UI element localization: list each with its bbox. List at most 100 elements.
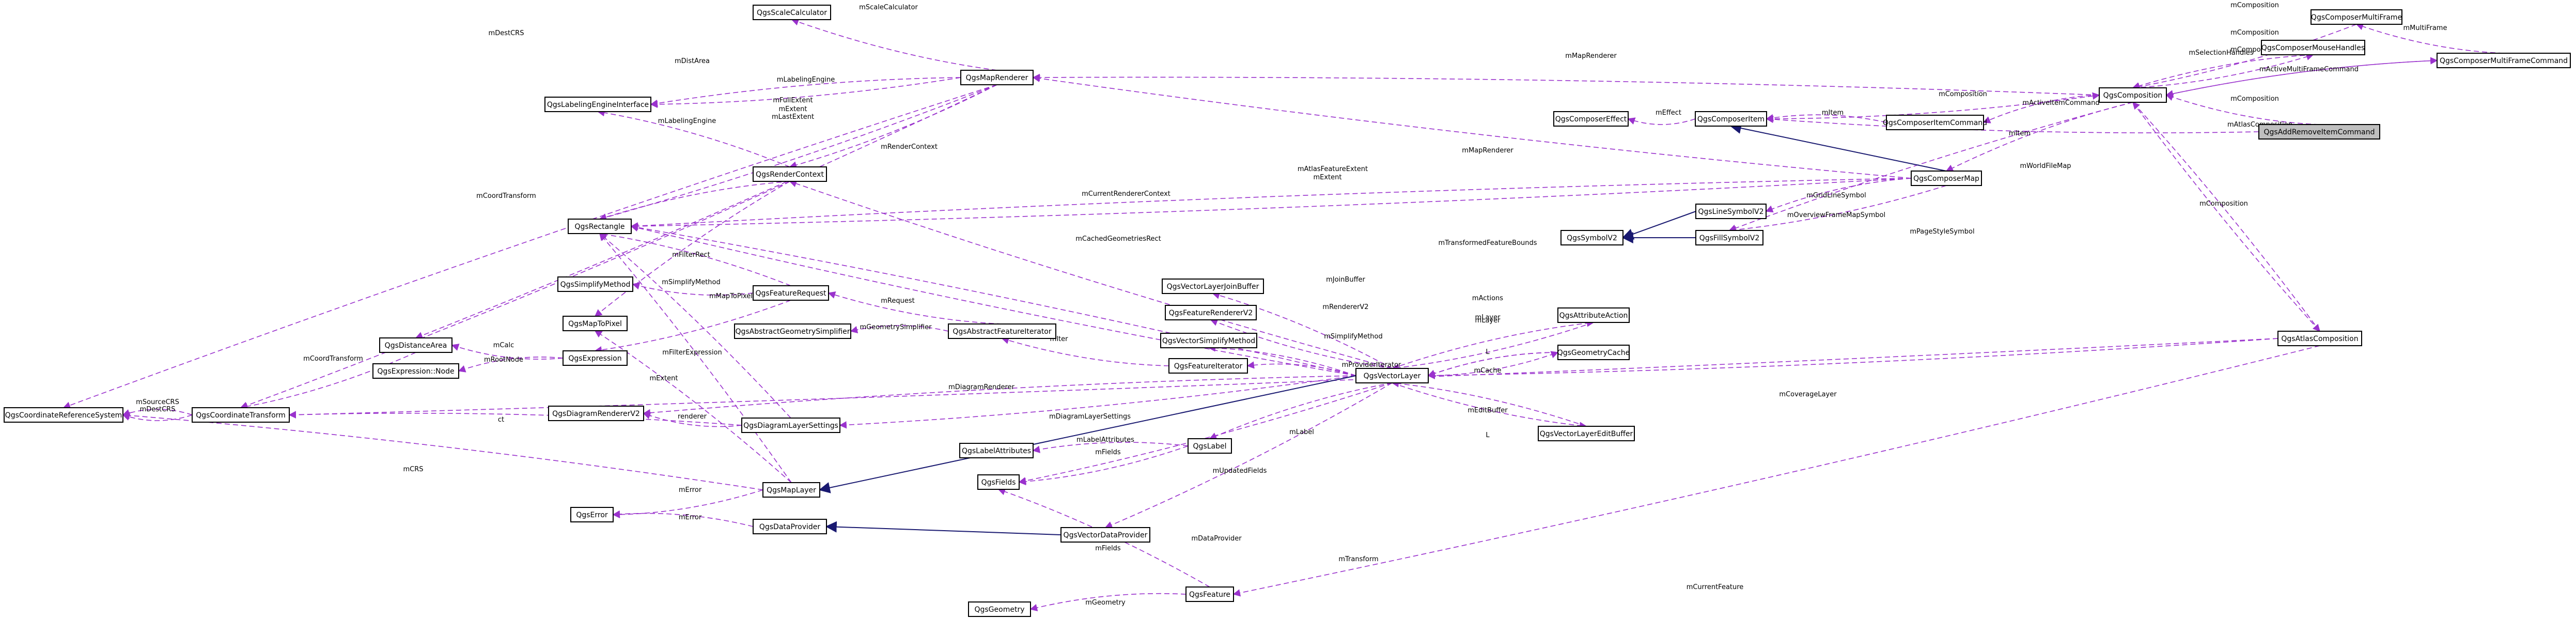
class-node-qgssimplifymethod[interactable]: QgsSimplifyMethod — [557, 276, 633, 292]
class-node-qgscomposermousehandles[interactable]: QgsComposerMouseHandles — [2261, 40, 2365, 55]
dependency-arrow-vectorlayer-to-vljoinbuffer — [1212, 291, 1393, 369]
class-name: QgsDiagramRendererV2 — [552, 410, 640, 418]
class-name: QgsGeometryCache — [1557, 349, 1630, 357]
class-node-qgslabel[interactable]: QgsLabel — [1188, 438, 1232, 454]
edge-label: mScaleCalculator — [859, 4, 918, 11]
dependency-arrow-absfeatiter-to-absgeomsimpl — [850, 325, 949, 334]
dependency-arrow-absfeatiter-to-featurerequest — [828, 291, 1003, 325]
edge-label: mError — [679, 486, 702, 494]
class-node-qgslinesymbolv2[interactable]: QgsLineSymbolV2 — [1695, 204, 1767, 219]
class-node-qgsgeometry[interactable]: QgsGeometry — [968, 601, 1031, 617]
dependency-arrow-composermap-to-rectangle — [630, 178, 1912, 230]
class-node-qgsexpression[interactable]: QgsExpression — [563, 350, 628, 366]
class-node-qgsfields[interactable]: QgsFields — [977, 474, 1020, 490]
inheritance-arrow-vectordataprovider-to-dataprovider — [825, 521, 1061, 535]
class-name: QgsRenderContext — [756, 171, 824, 179]
class-node-qgsmaptopixel[interactable]: QgsMapToPixel — [563, 316, 628, 331]
dependency-arrow-diagramlayersettings-to-diagramrenderer — [643, 412, 742, 427]
class-node-qgsattributeaction[interactable]: QgsAttributeAction — [1557, 307, 1630, 323]
class-name: QgsVectorLayerJoinBuffer — [1167, 283, 1259, 291]
class-node-qgsfeature[interactable]: QgsFeature — [1185, 586, 1234, 602]
class-node-qgsfeaturerequest[interactable]: QgsFeatureRequest — [753, 285, 829, 301]
class-box — [1162, 279, 1264, 294]
class-box — [2277, 331, 2362, 346]
class-node-qgsvectorlayereditbuffer[interactable]: QgsVectorLayerEditBuffer — [1538, 426, 1635, 441]
class-node-qgscomposermultiframecommand[interactable]: QgsComposerMultiFrameCommand — [2437, 53, 2571, 68]
edge-label: mLabel — [1289, 428, 1314, 436]
edge-label: L — [1486, 431, 1490, 439]
class-box — [563, 316, 628, 331]
dependency-arrow-vectorlayer-to-rectangle — [630, 224, 1356, 376]
edge-label: mItem — [2009, 130, 2031, 137]
class-node-qgscomposermultiframe[interactable]: QgsComposerMultiFrame — [2310, 9, 2402, 25]
class-node-qgsrectangle[interactable]: QgsRectangle — [568, 219, 632, 234]
class-node-qgsvectorlayer[interactable]: QgsVectorLayer — [1355, 368, 1429, 383]
edge-label: mError — [679, 514, 702, 521]
dependency-arrow-maprenderer-to-rendercontext — [789, 84, 997, 169]
class-node-qgsabstractgeometrysimplifier[interactable]: QgsAbstractGeometrySimplifier — [734, 323, 851, 339]
edge-label: mWorldFileMap — [2020, 162, 2071, 170]
class-box — [563, 350, 628, 366]
class-node-qgscomposeritemcommand[interactable]: QgsComposerItemCommand — [1883, 115, 1987, 130]
class-node-qgscomposition[interactable]: QgsComposition — [2099, 87, 2167, 103]
edge-label: mTransformedFeatureBounds — [1438, 239, 1537, 247]
class-name: QgsComposerItem — [1697, 115, 1765, 123]
class-node-qgsdiagramrendererv2[interactable]: QgsDiagramRendererV2 — [548, 406, 644, 421]
dependency-arrow-composeritemcommand-to-composeritem — [1766, 114, 1887, 123]
class-node-qgsscalecalculator[interactable]: QgsScaleCalculator — [753, 5, 831, 20]
dependency-arrow-vectorlayer-to-vectordataprovider — [1104, 382, 1393, 529]
class-node-qgsrendercontext[interactable]: QgsRenderContext — [753, 166, 827, 182]
dependency-arrow-vectorlayer-to-featureiterator — [1246, 361, 1356, 376]
edge-label: mGeometry — [1085, 599, 1126, 607]
edge-label: mDiagramLayerSettings — [1049, 413, 1131, 421]
dependency-arrow-attributeaction-to-vectorlayer — [1391, 322, 1594, 372]
class-node-qgsaddremoveitemcommand[interactable]: QgsAddRemoveItemCommand — [2258, 124, 2380, 140]
edge-label: mFields — [1095, 449, 1121, 456]
class-node-qgscomposermap[interactable]: QgsComposerMap — [1911, 171, 1982, 186]
class-box — [570, 507, 614, 522]
class-node-qgserror[interactable]: QgsError — [570, 507, 614, 522]
class-node-qgsdistancearea[interactable]: QgsDistanceArea — [379, 337, 452, 353]
class-node-qgsfeaturerendererv2[interactable]: QgsFeatureRendererV2 — [1165, 305, 1257, 320]
dependency-arrow-rendercontext-to-rectangle — [599, 181, 790, 221]
class-node-qgsexpression-node[interactable]: QgsExpression::Node — [372, 363, 459, 379]
dependency-arrow-dataprovider-to-error — [612, 510, 754, 527]
edge-label: mItem — [1822, 109, 1844, 117]
dependency-arrow-vectorlayer-to-rectangle — [630, 224, 1356, 376]
class-node-qgsvectorlayerjoinbuffer[interactable]: QgsVectorLayerJoinBuffer — [1162, 279, 1264, 294]
class-node-qgscomposeritem[interactable]: QgsComposerItem — [1695, 111, 1767, 127]
class-name: QgsFeatureRequest — [756, 289, 826, 298]
class-node-qgsmaprenderer[interactable]: QgsMapRenderer — [960, 70, 1034, 85]
class-node-qgsfillsymbolv2[interactable]: QgsFillSymbolV2 — [1695, 230, 1763, 245]
class-node-qgslabelingengineinterface[interactable]: QgsLabelingEngineInterface — [544, 97, 651, 112]
class-node-qgsabstractfeatureiterator[interactable]: QgsAbstractFeatureIterator — [948, 323, 1056, 339]
class-name: QgsFields — [981, 478, 1016, 487]
class-node-qgscoordinatetransform[interactable]: QgsCoordinateTransform — [192, 407, 290, 423]
class-node-qgsgeometrycache[interactable]: QgsGeometryCache — [1557, 345, 1630, 360]
class-node-qgsvectordataprovider[interactable]: QgsVectorDataProvider — [1060, 527, 1150, 543]
class-node-qgsdiagramlayersettings[interactable]: QgsDiagramLayerSettings — [741, 418, 840, 433]
edge-label: mCoordTransform — [476, 192, 536, 200]
edge-label: mExtent — [649, 375, 678, 382]
class-box — [948, 323, 1056, 339]
class-node-qgssymbolv2[interactable]: QgsSymbolV2 — [1560, 230, 1623, 245]
node-layer: QgsScaleCalculatorQgsMapRendererQgsLabel… — [4, 5, 2571, 617]
dependency-arrow-composeritem-to-composereffect — [1627, 117, 1696, 125]
class-node-qgsdataprovider[interactable]: QgsDataProvider — [753, 519, 827, 534]
class-node-qgsvectorsimplifymethod[interactable]: QgsVectorSimplifyMethod — [1160, 333, 1257, 348]
class-node-qgsfeatureiterator[interactable]: QgsFeatureIterator — [1168, 358, 1248, 374]
class-name: QgsMapLayer — [767, 486, 816, 495]
class-node-qgscoordinatereferencesystem[interactable]: QgsCoordinateReferenceSystem — [4, 407, 123, 423]
dependency-arrow-maprenderer-to-labeling — [650, 77, 961, 107]
class-box — [753, 519, 827, 534]
class-node-qgscomposereffect[interactable]: QgsComposerEffect — [1553, 111, 1629, 127]
class-node-qgslabelattributes[interactable]: QgsLabelAttributes — [959, 443, 1034, 458]
class-name: QgsRectangle — [575, 223, 625, 231]
class-node-qgsatlascomposition[interactable]: QgsAtlasComposition — [2277, 331, 2362, 346]
class-box — [372, 363, 459, 379]
class-box — [1695, 230, 1763, 245]
class-box — [753, 285, 829, 301]
edge-label: mMapRenderer — [1565, 52, 1617, 60]
edge-label: mCurrentRendererContext — [1082, 190, 1170, 198]
class-node-qgsmaplayer[interactable]: QgsMapLayer — [762, 482, 820, 498]
